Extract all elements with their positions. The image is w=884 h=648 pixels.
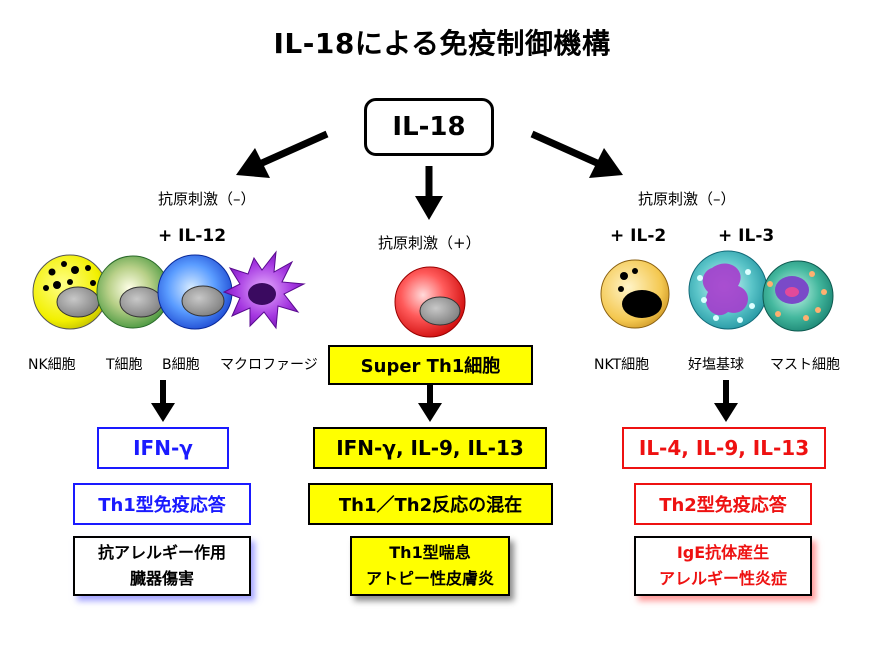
arrow-center-down [418,385,442,422]
il18-node: IL-18 [364,98,494,156]
left-stimulus-label: 抗原刺激（–） [158,190,256,208]
center-effect-box: Th1型喘息 アトピー性皮膚炎 [350,536,510,596]
left-effect-line2: 臓器傷害 [129,569,194,588]
arrow-to-center-branch [415,166,443,220]
arrow-right-down [714,380,738,422]
b-cell-drawing [157,254,233,330]
basophil-label: 好塩基球 [688,357,744,373]
left-effect-box: 抗アレルギー作用 臓器傷害 [73,536,251,596]
nkt-cell-label: NKT細胞 [594,357,650,373]
basophil-drawing [688,250,768,330]
center-cytokine-box: IFN-γ, IL-9, IL-13 [313,427,547,469]
right-stimulus-label: 抗原刺激（–） [638,190,736,208]
left-cytokine-box: IFN-γ [97,427,229,469]
nkt-cell-drawing [600,259,670,329]
arrow-left-down [151,380,175,422]
left-effect-line1: 抗アレルギー作用 [97,543,226,562]
diagram-title: IL-18による免疫制御機構 [273,27,611,60]
t-cell-label: T細胞 [106,357,143,373]
center-response-box: Th1／Th2反応の混在 [308,483,553,525]
macrophage-label: マクロファージ [220,357,318,373]
left-response-box: Th1型免疫応答 [73,483,251,525]
super-th1-cell-drawing [394,266,466,338]
nk-cell-label: NK細胞 [28,357,76,373]
right-effect-line1: IgE抗体産生 [676,543,770,562]
center-effect-line2: アトピー性皮膚炎 [365,569,494,588]
center-effect-line1: Th1型喘息 [389,543,471,562]
macrophage-drawing [222,250,306,330]
left-cofactor-label: + IL-12 [158,226,227,246]
right-cofactor-b-label: + IL-3 [718,226,775,246]
right-effect-line2: アレルギー性炎症 [658,569,787,588]
super-th1-box: Super Th1細胞 [328,345,533,385]
right-cytokine-box: IL-4, IL-9, IL-13 [622,427,826,469]
nk-cell-drawing [32,254,108,330]
right-effect-box: IgE抗体産生 アレルギー性炎症 [634,536,812,596]
mast-cell-label: マスト細胞 [770,357,840,373]
mast-cell-drawing [762,260,834,332]
b-cell-label: B細胞 [162,357,200,373]
right-cofactor-a-label: + IL-2 [610,226,667,246]
arrow-to-right-branch [530,130,623,178]
center-stimulus-label: 抗原刺激（+） [378,234,481,252]
arrow-to-left-branch [236,130,329,178]
right-response-box: Th2型免疫応答 [634,483,812,525]
